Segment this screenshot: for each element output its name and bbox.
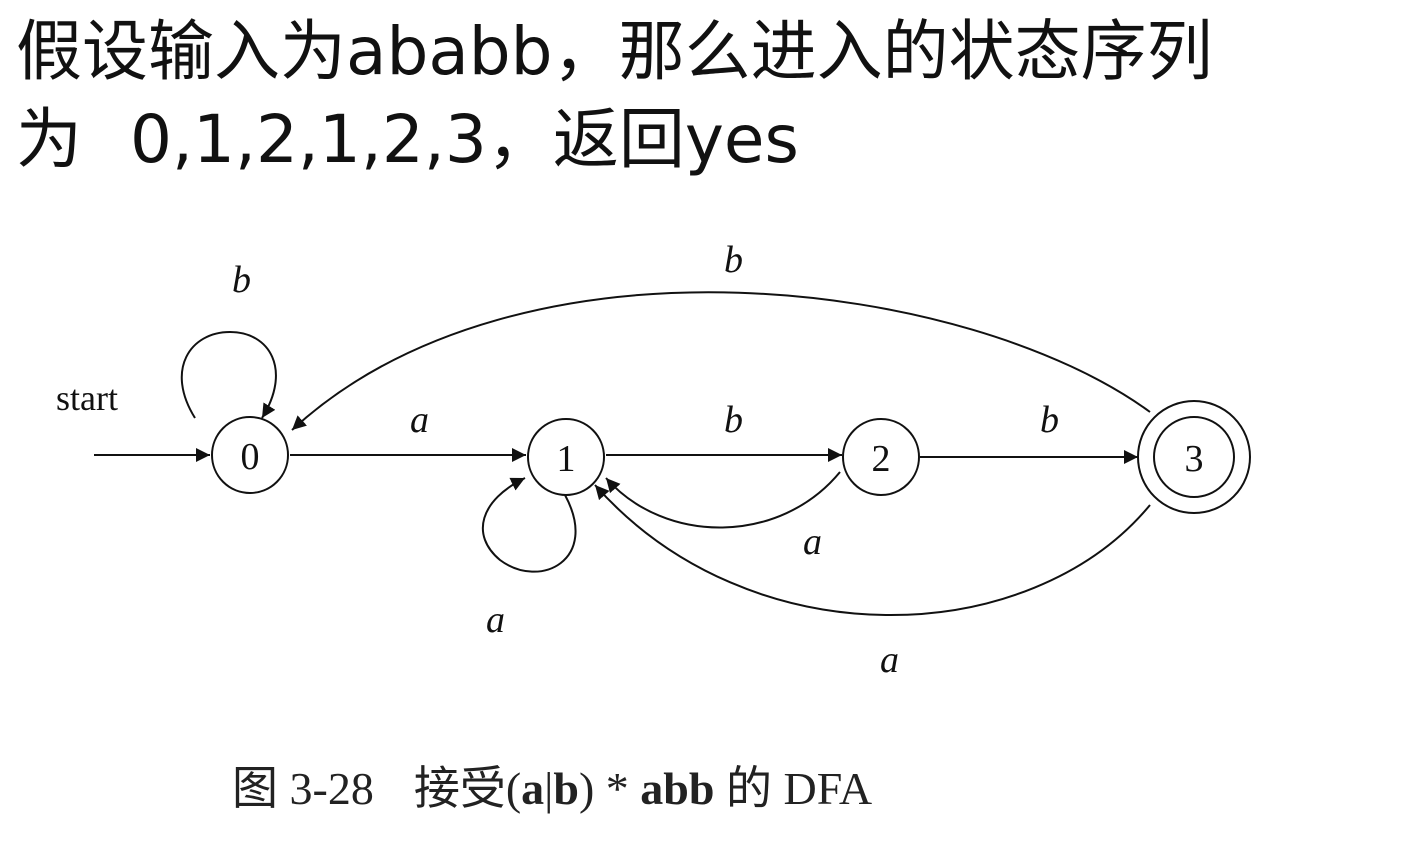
edge-1-1 (481, 477, 577, 573)
heading-text: 假设输入为ababb，那么进入的状态序列 为 0,1,2,1,2,3，返回yes (16, 8, 1386, 184)
edge-label-0-0: b (232, 259, 251, 301)
edge-3-1 (594, 484, 1151, 616)
heading-line-2: 为 0,1,2,1,2,3，返回yes (16, 96, 1386, 184)
edge-label-1-1: a (486, 599, 505, 641)
figure-caption: 图 3-28 接受(a|b) * abb 的 DFA (232, 752, 872, 818)
caption-text-mid: ) * (578, 763, 629, 814)
edge-label-0-1: a (410, 399, 429, 441)
state-0-circle (211, 416, 289, 494)
heading-line-2-rest: 0,1,2,1,2,3，返回yes (130, 101, 799, 178)
state-3-label: 3 (1185, 438, 1204, 480)
caption-bold-a: a (521, 763, 545, 814)
edge-label-3-1: a (880, 639, 899, 681)
state-1-label: 1 (557, 438, 576, 480)
caption-bold-abb: abb (640, 763, 715, 814)
edge-3-0 (291, 291, 1151, 431)
caption-text-post: 的 DFA (725, 763, 873, 814)
heading-line-2-prefix: 为 (16, 101, 82, 178)
caption-bold-b: b (553, 763, 579, 814)
edge-label-2-1: a (803, 521, 822, 563)
heading-line-1: 假设输入为ababb，那么进入的状态序列 (16, 13, 1213, 90)
state-2-circle (842, 418, 920, 496)
edge-2-1 (605, 471, 841, 529)
edge-label-2-3: b (1040, 399, 1059, 441)
edge-0-0 (180, 330, 277, 419)
state-3-inner-circle (1153, 416, 1235, 498)
state-1-circle (527, 418, 605, 496)
caption-figure-number: 图 3-28 (232, 763, 374, 814)
caption-text-pre: 接受( (413, 763, 522, 814)
edge-label-3-0: b (724, 239, 743, 281)
edge-label-1-2: b (724, 399, 743, 441)
state-2-label: 2 (872, 438, 891, 480)
state-0-label: 0 (241, 436, 260, 478)
caption-bar: | (544, 763, 554, 814)
start-label: start (56, 378, 118, 418)
